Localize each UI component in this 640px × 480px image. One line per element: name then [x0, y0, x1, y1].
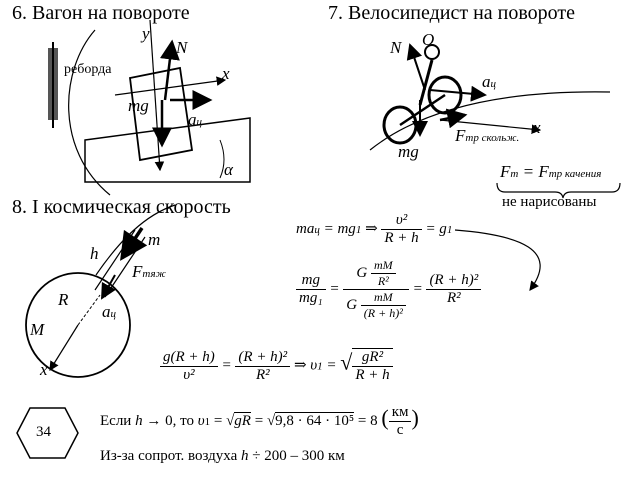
note-brace — [496, 182, 621, 199]
centripetal-arrow — [101, 274, 116, 300]
section7-title: 7. Велосипедист на повороте — [328, 2, 576, 24]
space-R-label: R — [58, 290, 69, 309]
y-axis — [149, 19, 165, 172]
wagon-body — [129, 66, 194, 162]
space-a-label: aц — [102, 302, 116, 321]
cyclist-x-label: x — [533, 118, 541, 137]
cyclist-a-label: aц — [482, 72, 496, 91]
wagon-mg-label: mg — [128, 96, 149, 115]
section8-title: 8. I космическая скорость — [12, 196, 231, 218]
wagon-x-label: x — [222, 64, 230, 83]
incline-ramp — [84, 117, 251, 183]
cyclist-O-label: O — [422, 30, 435, 49]
rear-wheel — [427, 75, 463, 115]
space-M-label: M — [30, 320, 45, 339]
radius-line — [77, 294, 101, 326]
derivation-arrow — [454, 229, 541, 291]
section6-title: 6. Вагон на повороте — [12, 2, 190, 24]
alpha-arc — [219, 139, 225, 179]
x-axis-space — [49, 324, 79, 372]
friction-note-equation: Fт = Fтр качения — [500, 162, 602, 181]
bike-frame — [399, 93, 446, 127]
planet-circle — [25, 272, 131, 378]
sqrt-sign: √ — [340, 349, 353, 375]
cyclist-F-label: Fтр скольж. — [455, 126, 520, 145]
rail-flange-label: реборда — [64, 62, 112, 77]
wagon-N-label: N — [176, 38, 188, 57]
space-x-label: x — [40, 360, 48, 379]
space-m-label: m — [148, 230, 161, 249]
rider-head — [424, 44, 440, 60]
cyclist-mg-label: mg — [398, 142, 419, 161]
cyclist-N-label: N — [390, 38, 402, 57]
x-axis — [114, 76, 227, 96]
friction-note-text: не нарисованы — [502, 194, 597, 210]
turn-arc — [68, 29, 111, 196]
wagon-alpha-label: α — [224, 160, 233, 179]
footer-line-1: Если h → 0, то υ1 = √gR = √9,8 · 64 · 10… — [100, 404, 419, 438]
cyclist-normal-arrow — [406, 43, 426, 91]
rider-body — [418, 59, 434, 106]
page-number: 34 — [36, 424, 51, 440]
page-hexagon — [16, 407, 79, 459]
wagon-diagram — [48, 19, 251, 196]
normal-force-arrow — [159, 39, 180, 101]
wagon-a-label: aц — [188, 110, 202, 129]
wagon-y-label: y — [142, 24, 150, 43]
friction-arrow — [439, 108, 468, 129]
road-arc — [369, 91, 611, 151]
space-F-label: Fтяж — [132, 262, 166, 281]
space-velocity-diagram — [25, 204, 541, 378]
cyclist-accel-arrow — [429, 85, 487, 102]
gravity-force-arrow — [120, 227, 148, 261]
space-h-label: h — [90, 244, 99, 263]
footer-line-2: Из-за сопрот. воздуха h ÷ 200 – 300 км — [100, 448, 345, 464]
cyclist-diagram — [369, 43, 621, 199]
